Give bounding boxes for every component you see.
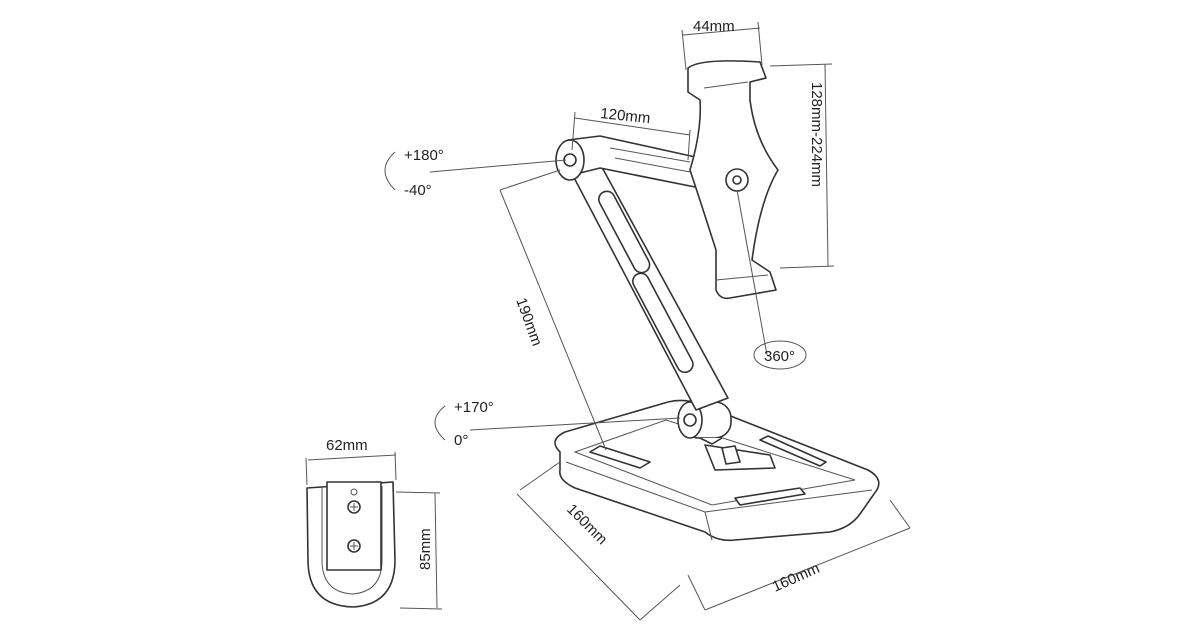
plate-width-label: 62mm [326,437,368,454]
tablet-holder [687,60,779,300]
upper-joint-down-label: -40° [404,182,432,199]
upper-arm-length-label: 120mm [600,105,652,127]
lower-arm-length-label: 190mm [512,296,545,349]
dimension-lines [305,21,911,621]
stand-base [554,399,880,542]
base-depth-label: 160mm [563,501,610,548]
holder-rotation-arrow-icon [753,340,807,370]
base-joint-up-label: +170° [454,399,494,416]
upper-arm [555,135,701,189]
base-width-label: 160mm [770,560,823,596]
rotation-arrows [384,151,807,441]
plate-height-label: 85mm [417,528,434,570]
upper-joint-rotation-arrow-icon [384,151,396,191]
base-joint-rotation-arrow-icon [434,405,446,441]
upper-joint-up-label: +180° [404,147,444,164]
wall-plate [306,481,396,608]
holder-width-label: 44mm [693,18,735,35]
base-joint [677,401,732,445]
base-joint-down-label: 0° [454,432,468,449]
holder-rotation-label: 360° [764,348,795,365]
lower-arm [569,159,729,411]
holder-range-label: 128mm-224mm [808,82,825,187]
